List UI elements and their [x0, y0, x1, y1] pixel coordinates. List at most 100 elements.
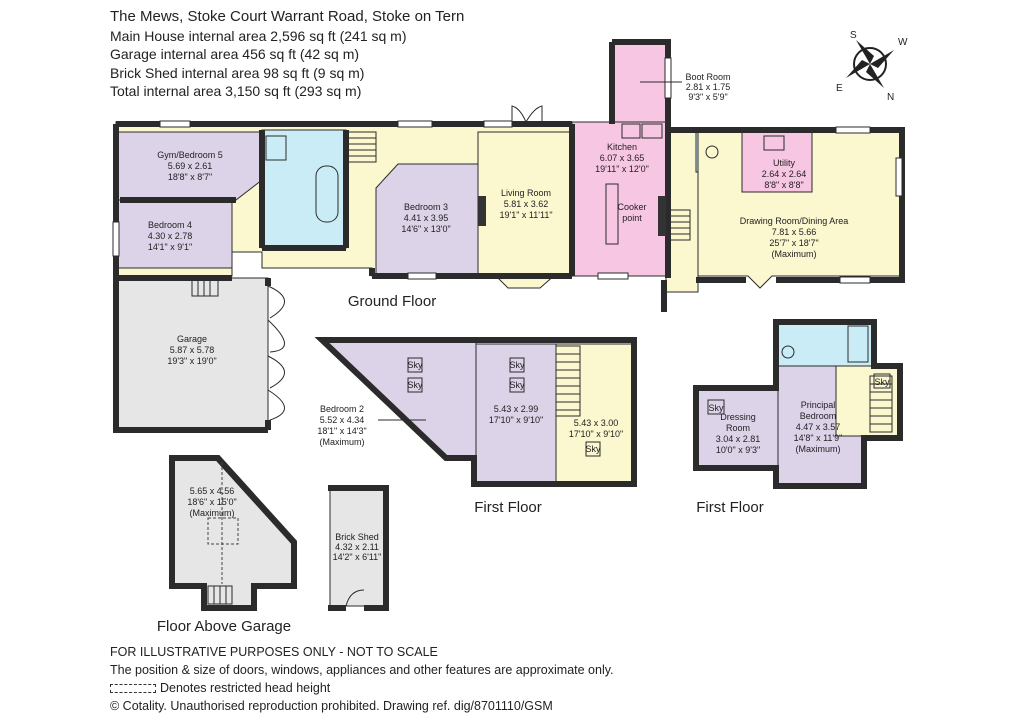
ensuite-toilet-icon [781, 345, 795, 359]
label-cooker-point: Cooker [617, 202, 646, 212]
sink-icon [621, 123, 641, 139]
skylight-7 [873, 373, 891, 389]
windows [112, 57, 903, 284]
skylight-1 [407, 357, 423, 373]
ensuite-shower-icon [847, 325, 869, 363]
sky-label: Sky [407, 360, 423, 370]
legend-text: Denotes restricted head height [160, 681, 331, 695]
wc-toilet-icon [705, 145, 719, 159]
footer: FOR ILLUSTRATIVE PURPOSES ONLY - NOT TO … [110, 643, 614, 715]
copyright: © Cotality. Unauthorised reproduction pr… [110, 699, 553, 713]
floor-title-first-a: First Floor [474, 499, 542, 516]
sky-label: Sky [509, 380, 525, 390]
room-lobby [665, 131, 699, 293]
room-brick-shed [329, 489, 385, 607]
label-gym: Gym/Bedroom 5 [157, 150, 223, 160]
restricted-head-height-area [207, 517, 239, 545]
dashed-box-icon [110, 684, 156, 694]
stairs-first-b [869, 375, 893, 433]
kitchen-island [605, 183, 619, 245]
floor-title-ground: Ground Floor [348, 293, 436, 310]
room-kitchen [571, 121, 667, 277]
brick-shed-plan [328, 485, 389, 611]
label-kitchen: Kitchen [607, 142, 637, 152]
floor-title-above-garage: Floor Above Garage [157, 618, 291, 635]
label-bedroom-2: Bedroom 2 [320, 404, 364, 414]
label-first-floor-mid: 5.43 x 2.99 [494, 404, 539, 414]
hob-icon [641, 123, 663, 139]
utility-sink-icon [763, 135, 785, 151]
label-living: Living Room [501, 188, 551, 198]
label-principal-bedroom: Principal [801, 400, 836, 410]
property-title: The Mews, Stoke Court Warrant Road, Stok… [110, 8, 465, 25]
stove [658, 196, 666, 236]
label-garage: Garage [177, 334, 207, 344]
garage-doors [267, 285, 285, 421]
compass-e: E [836, 83, 843, 94]
label-dressing-room: Dressing [720, 412, 756, 422]
skylight-6 [707, 399, 725, 415]
label-boot-room: Boot Room [685, 72, 730, 82]
total-area: Total internal area 3,150 sq ft (293 sq … [110, 83, 362, 99]
skylight-5 [585, 441, 601, 457]
first-floor-plan-b [693, 319, 903, 489]
compass-n: N [887, 92, 894, 103]
garage-area: Garage internal area 456 sq ft (42 sq m) [110, 46, 360, 62]
label-bedroom-4: Bedroom 4 [148, 220, 192, 230]
label-brick-shed: Brick Shed [335, 532, 379, 542]
main-house-area: Main House internal area 2,596 sq ft (24… [110, 27, 407, 44]
bath-icon [315, 165, 339, 223]
label-above-garage: 5.65 x 4.56 [190, 486, 235, 496]
compass-s: S [850, 30, 857, 41]
room-boot [613, 43, 667, 123]
room-ensuite [777, 323, 873, 367]
sky-label: Sky [407, 380, 423, 390]
stairs-first [555, 345, 581, 417]
room-utility [741, 129, 813, 193]
header: The Mews, Stoke Court Warrant Road, Stok… [110, 8, 464, 101]
disclaimer-title: FOR ILLUSTRATIVE PURPOSES ONLY - NOT TO … [110, 645, 438, 659]
disclaimer-text: The position & size of doors, windows, a… [110, 663, 614, 677]
skylight-4 [509, 377, 525, 393]
sky-label: Sky [509, 360, 525, 370]
label-first-floor-right: 5.43 x 3.00 [574, 418, 619, 428]
skylight-3 [509, 357, 525, 373]
above-garage-plan [169, 455, 297, 611]
skylight-2 [407, 377, 423, 393]
stairs [191, 131, 691, 297]
label-utility: Utility [773, 158, 795, 168]
sky-label: Sky [585, 444, 601, 454]
label-bedroom-3: Bedroom 3 [404, 202, 448, 212]
brick-shed-area: Brick Shed internal area 98 sq ft (9 sq … [110, 64, 365, 81]
sky-label: Sky [708, 403, 724, 413]
first-floor-plan-a [314, 337, 637, 487]
floor-title-first-b: First Floor [696, 499, 764, 516]
sky-label: Sky [874, 377, 890, 387]
compass-icon: S W E N [836, 30, 908, 103]
label-drawing-room: Drawing Room/Dining Area [740, 216, 849, 226]
room-bathroom [261, 129, 347, 249]
legend-restricted-height: Denotes restricted head height [110, 679, 614, 697]
room-first-floor-right [555, 343, 633, 483]
fireplace [478, 196, 486, 226]
compass-w: W [898, 37, 908, 48]
french-doors [511, 105, 543, 123]
